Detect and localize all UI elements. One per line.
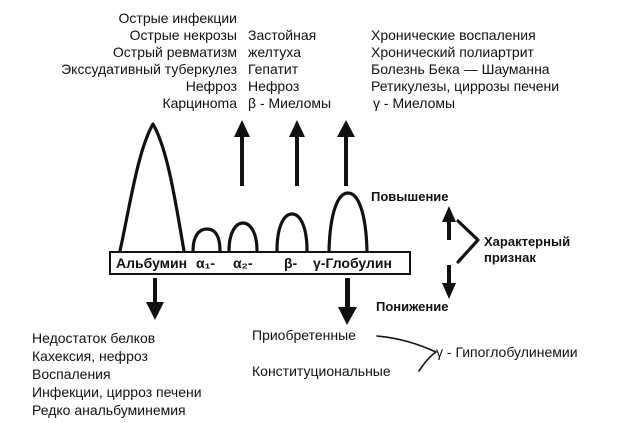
albumin-decrease-item: Инфекции, цирроз печени: [32, 384, 202, 400]
alpha1-label: α₁-: [196, 255, 216, 271]
hypo-bracket: [376, 335, 437, 372]
legend-up-arrow: [442, 206, 456, 240]
albumin-increase-item: Острые инфекции: [118, 10, 237, 26]
albumin-decrease-item: Недостаток белков: [32, 330, 156, 346]
legend-characteristic-line1: Характерный: [484, 234, 571, 249]
albumin-peak: [118, 122, 186, 253]
gamma-increase-item: Хронические воспаления: [371, 27, 536, 43]
gamma-increase-item: Болезнь Бека — Шауманна: [371, 61, 550, 77]
legend-characteristic-line2: признак: [484, 250, 536, 265]
fraction-box: [109, 251, 411, 275]
beta-myeloma-label: β - Миеломы: [248, 95, 332, 111]
gamma-peak: [327, 191, 369, 253]
alpha-increase-item: Нефроз: [248, 78, 300, 94]
albumin-decrease-item: Воспаления: [32, 366, 111, 382]
albumin-increase-item: Нефроз: [185, 78, 237, 94]
beta-up-arrow: [289, 120, 305, 186]
albumin-decrease-item: Кахексия, нефроз: [32, 348, 148, 364]
albumin-down-arrow: [146, 278, 164, 320]
alpha-increase-item: желтуха: [248, 44, 302, 60]
alpha1-peak: [191, 227, 222, 253]
gamma-globulin-label: γ-Глобулин: [313, 255, 392, 271]
legend-down-arrow: [442, 265, 456, 299]
albumin-increase-item: Острый ревматизм: [112, 44, 237, 60]
gamma-up-arrow: [337, 120, 355, 186]
gamma-increase-item: Ретикулезы, циррозы печени: [371, 78, 560, 94]
alpha-up-arrow: [234, 120, 250, 186]
albumin-increase-item: Острые некрозы: [129, 27, 237, 43]
gamma-decrease-constitutional: Конституциональные: [252, 363, 391, 379]
alpha-increase-item: Гепатит: [248, 61, 299, 77]
albumin-decrease-item: Редко анальбуминемия: [32, 402, 186, 418]
albumin-increase-item: Экссудативный туберкулез: [61, 61, 237, 77]
gamma-myeloma-label: γ - Миеломы: [373, 95, 456, 111]
gamma-decrease-acquired: Приобретенные: [252, 327, 356, 343]
gamma-increase-item: Хронический полиартрит: [371, 44, 534, 60]
gamma-down-arrow: [338, 278, 357, 325]
legend-increase: Повышение: [371, 189, 449, 204]
beta-label: β-: [284, 255, 298, 271]
alpha-increase-item: Застойная: [248, 27, 317, 43]
hypoglobulinemia-label: γ - Гипоглобулинемии: [436, 344, 578, 360]
alpha2-peak: [227, 221, 259, 253]
albumin-increase-item: Карциноma: [162, 95, 237, 111]
alpha2-label: α₂-: [233, 255, 253, 271]
beta-peak: [275, 212, 309, 253]
legend-decrease: Понижение: [376, 299, 449, 314]
albumin-label: Альбумин: [116, 255, 188, 271]
characteristic-bracket: [456, 219, 480, 264]
